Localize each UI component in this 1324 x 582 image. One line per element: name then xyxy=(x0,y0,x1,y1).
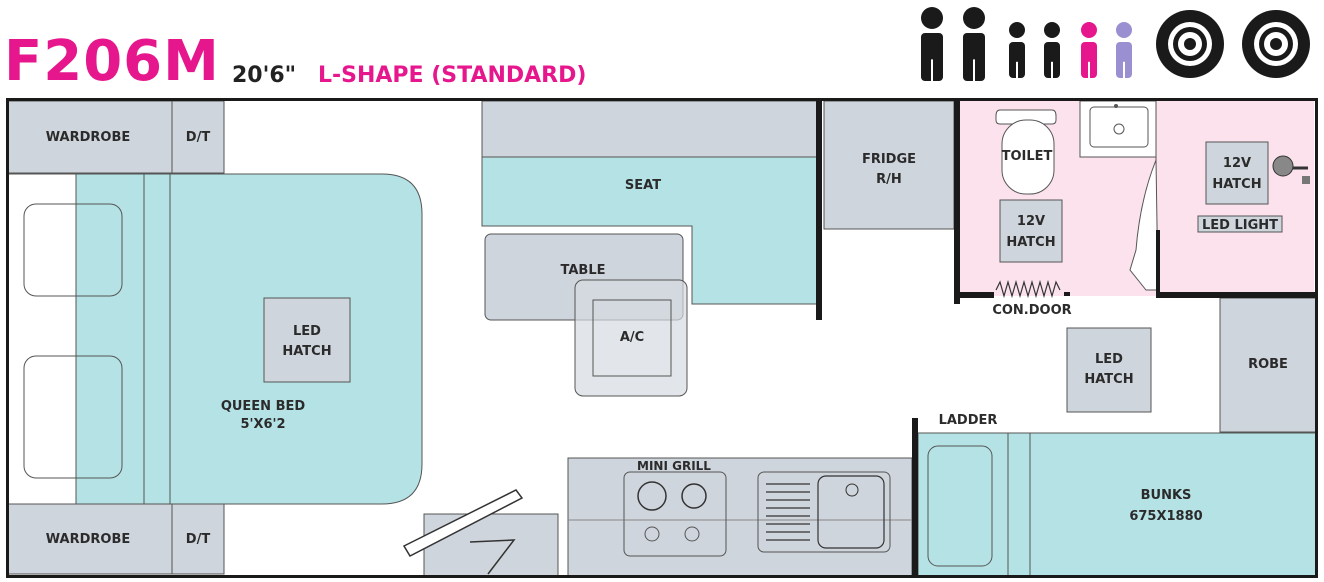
mid-hatch-label-2: HATCH xyxy=(1084,372,1133,387)
bed-hatch-label-2: HATCH xyxy=(282,344,331,359)
pillow-bottom xyxy=(23,355,123,479)
mini-grill-label: MINI GRILL xyxy=(637,459,711,473)
robe xyxy=(1219,297,1317,433)
layout-label: L-SHAPE (STANDARD) xyxy=(318,63,586,88)
seat-label: SEAT xyxy=(625,178,661,193)
dt-bottom-label: D/T xyxy=(186,532,211,547)
wheel-icon xyxy=(1156,10,1224,78)
bath-hatch-label-2: HATCH xyxy=(1006,235,1055,250)
person-icon xyxy=(963,7,985,81)
entry-door xyxy=(402,489,524,557)
bunks-label-2: 675X1880 xyxy=(1129,509,1202,524)
burner-icon xyxy=(637,481,667,511)
shower-12v-hatch xyxy=(1205,141,1269,205)
bunks-label-1: BUNKS xyxy=(1141,488,1192,503)
bath-hatch-label-1: 12V xyxy=(1017,214,1045,229)
bunks xyxy=(1029,432,1317,577)
person-icon xyxy=(1116,22,1132,78)
pillow-top xyxy=(23,203,123,297)
person-icon xyxy=(1044,22,1060,78)
entry-step xyxy=(423,513,559,577)
bed-label-2: 5'X6'2 xyxy=(240,417,285,432)
bunk-pillow xyxy=(927,445,993,567)
bunk-pillow-area xyxy=(917,432,1031,577)
wardrobe-top xyxy=(7,100,173,174)
model-name: F206M xyxy=(4,29,220,94)
robe-label: ROBE xyxy=(1248,357,1288,372)
ac-unit xyxy=(574,279,688,397)
led-light-label: LED LIGHT xyxy=(1202,218,1278,233)
shower-curtain xyxy=(1129,159,1159,291)
wardrobe-top-label: WARDROBE xyxy=(46,130,130,145)
mini-grill xyxy=(623,471,727,557)
dt-top xyxy=(171,100,225,174)
dt-bottom xyxy=(171,503,225,575)
fridge xyxy=(823,100,955,230)
wardrobe-bottom-label: WARDROBE xyxy=(46,532,130,547)
bed-hatch-label-1: LED xyxy=(293,324,321,339)
bathroom-12v-hatch xyxy=(999,199,1063,263)
shower-head-icon xyxy=(1272,155,1310,184)
table-label: TABLE xyxy=(561,263,606,278)
walls xyxy=(6,98,1318,578)
toilet-label: TOILET xyxy=(1002,149,1053,164)
wheel-icon xyxy=(1242,10,1310,78)
led-light xyxy=(1197,215,1283,233)
sink xyxy=(757,471,891,553)
drainer-icon xyxy=(766,483,810,541)
sleeping-capacity xyxy=(921,7,1132,81)
shower-hatch-label-2: HATCH xyxy=(1212,177,1261,192)
person-icon xyxy=(1081,22,1097,78)
person-icon xyxy=(1009,22,1025,78)
ac-label: A/C xyxy=(620,330,644,345)
kitchen-bench xyxy=(567,457,913,577)
length-label: 20'6" xyxy=(232,63,296,88)
queen-bed xyxy=(7,173,423,505)
con-door-label: CON.DOOR xyxy=(992,303,1071,318)
person-icon xyxy=(921,7,943,81)
dt-top-label: D/T xyxy=(186,130,211,145)
ladder-label: LADDER xyxy=(939,413,998,428)
shower-hatch-label-1: 12V xyxy=(1223,156,1251,171)
concertina-door xyxy=(995,279,1061,299)
fridge-label-1: FRIDGE xyxy=(862,152,916,167)
mid-led-hatch xyxy=(1066,327,1152,413)
bed-label-1: QUEEN BED xyxy=(221,399,306,414)
vanity xyxy=(1079,100,1157,158)
seat-back xyxy=(481,100,819,158)
burner-icon xyxy=(681,483,707,509)
mid-hatch-label-1: LED xyxy=(1095,352,1123,367)
fridge-label-2: R/H xyxy=(876,172,902,187)
toilet xyxy=(1001,119,1055,195)
bed-led-hatch xyxy=(263,297,351,383)
bedhead xyxy=(7,173,77,505)
